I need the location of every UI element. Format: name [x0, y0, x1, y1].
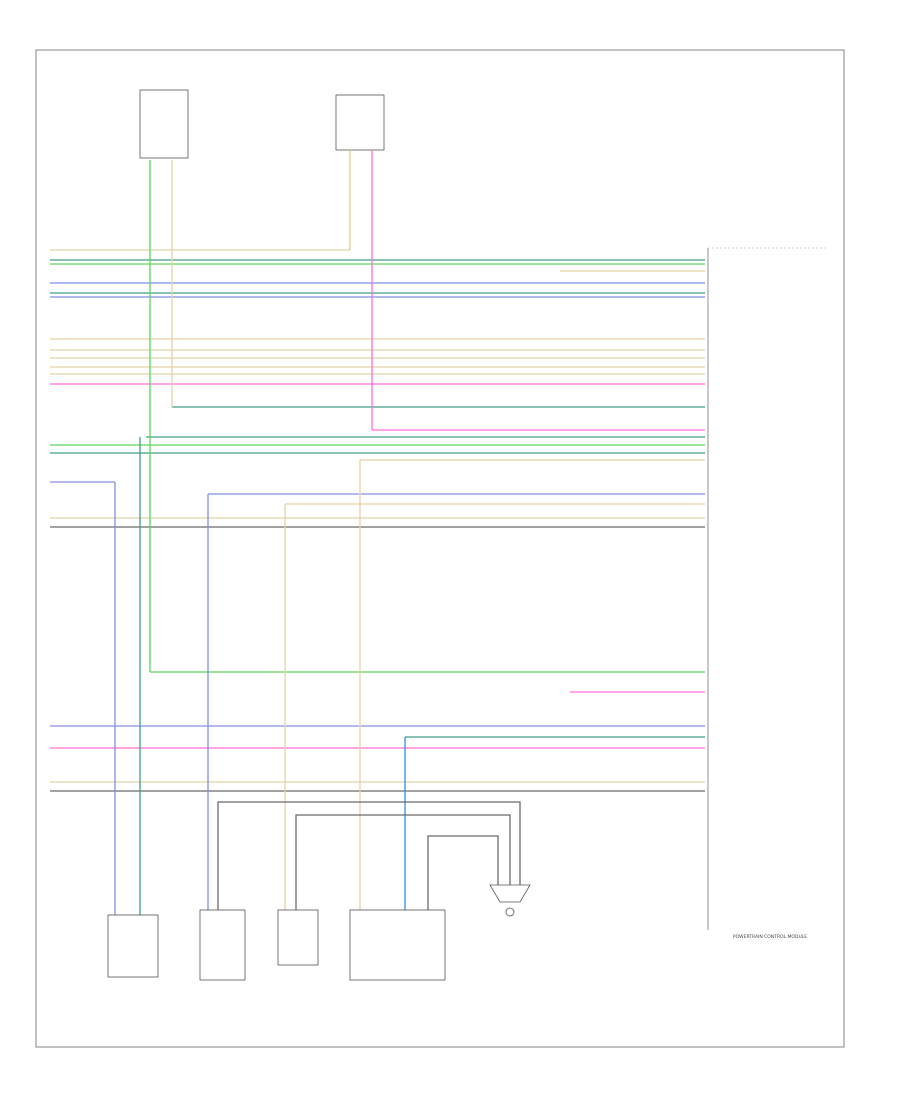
ground-connector-icon — [489, 884, 531, 917]
wire-gray-harness-3 — [427, 835, 499, 915]
bottom-component-3 — [277, 909, 319, 966]
diagram-frame — [35, 49, 845, 1048]
top-mid-component — [335, 94, 385, 151]
top-left-component — [139, 89, 189, 159]
bottom-component-1 — [107, 914, 159, 978]
bottom-component-2 — [199, 909, 246, 981]
wire-gray-harness-1 — [217, 801, 521, 915]
bottom-component-4 — [349, 909, 446, 981]
vertical-wires — [114, 150, 521, 915]
pcm-connector: POWERTRAIN CONTROL MODULE — [707, 247, 826, 940]
horizontal-wires — [50, 249, 705, 792]
pcm-label: POWERTRAIN CONTROL MODULE — [733, 934, 807, 940]
wire-gray-harness-2 — [295, 814, 511, 915]
